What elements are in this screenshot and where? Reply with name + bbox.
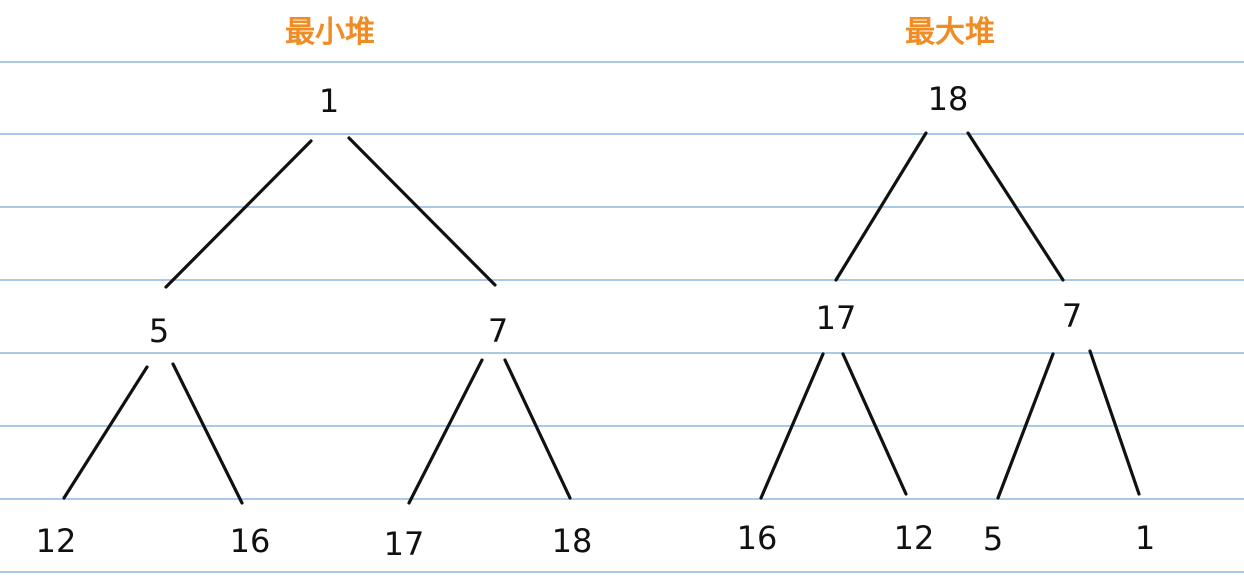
min-heap-node: 12 [36, 522, 77, 560]
min-heap-edge-1-7 [347, 136, 497, 287]
min-heap-node: 5 [149, 312, 169, 350]
max-heap-node: 1 [1135, 519, 1155, 557]
min-heap-title: 最小堆 [285, 15, 375, 50]
max-heap-tree: 最大堆 18 17 7 16 12 5 1 [737, 15, 1156, 558]
min-heap-edge-5-12 [62, 365, 149, 500]
min-heap-node: 7 [488, 312, 508, 350]
min-heap-tree: 最小堆 1 5 7 12 16 17 18 [36, 15, 593, 563]
max-heap-edge-7-5 [996, 352, 1055, 500]
min-heap-edge-5-16 [171, 362, 244, 505]
max-heap-node: 17 [816, 299, 857, 337]
max-heap-edge-17-12 [841, 352, 908, 496]
max-heap-node: 5 [983, 520, 1003, 558]
min-heap-edge-1-5 [164, 139, 313, 289]
min-heap-edge-7-17 [407, 358, 484, 505]
min-heap-edge-7-18 [503, 358, 572, 500]
min-heap-node: 16 [230, 522, 271, 560]
max-heap-edge-7-1 [1088, 349, 1141, 496]
min-heap-node: 1 [319, 82, 339, 120]
max-heap-edge-18-7 [966, 131, 1065, 282]
max-heap-title: 最大堆 [905, 15, 995, 50]
min-heap-node: 18 [552, 522, 593, 560]
max-heap-node: 16 [737, 519, 778, 557]
min-heap-node: 17 [384, 525, 425, 563]
ruled-lines [0, 61, 1244, 573]
max-heap-node: 12 [894, 519, 935, 557]
max-heap-node: 7 [1062, 297, 1082, 335]
max-heap-edge-17-16 [759, 352, 825, 500]
max-heap-node: 18 [928, 80, 969, 118]
max-heap-edge-18-17 [834, 131, 928, 282]
